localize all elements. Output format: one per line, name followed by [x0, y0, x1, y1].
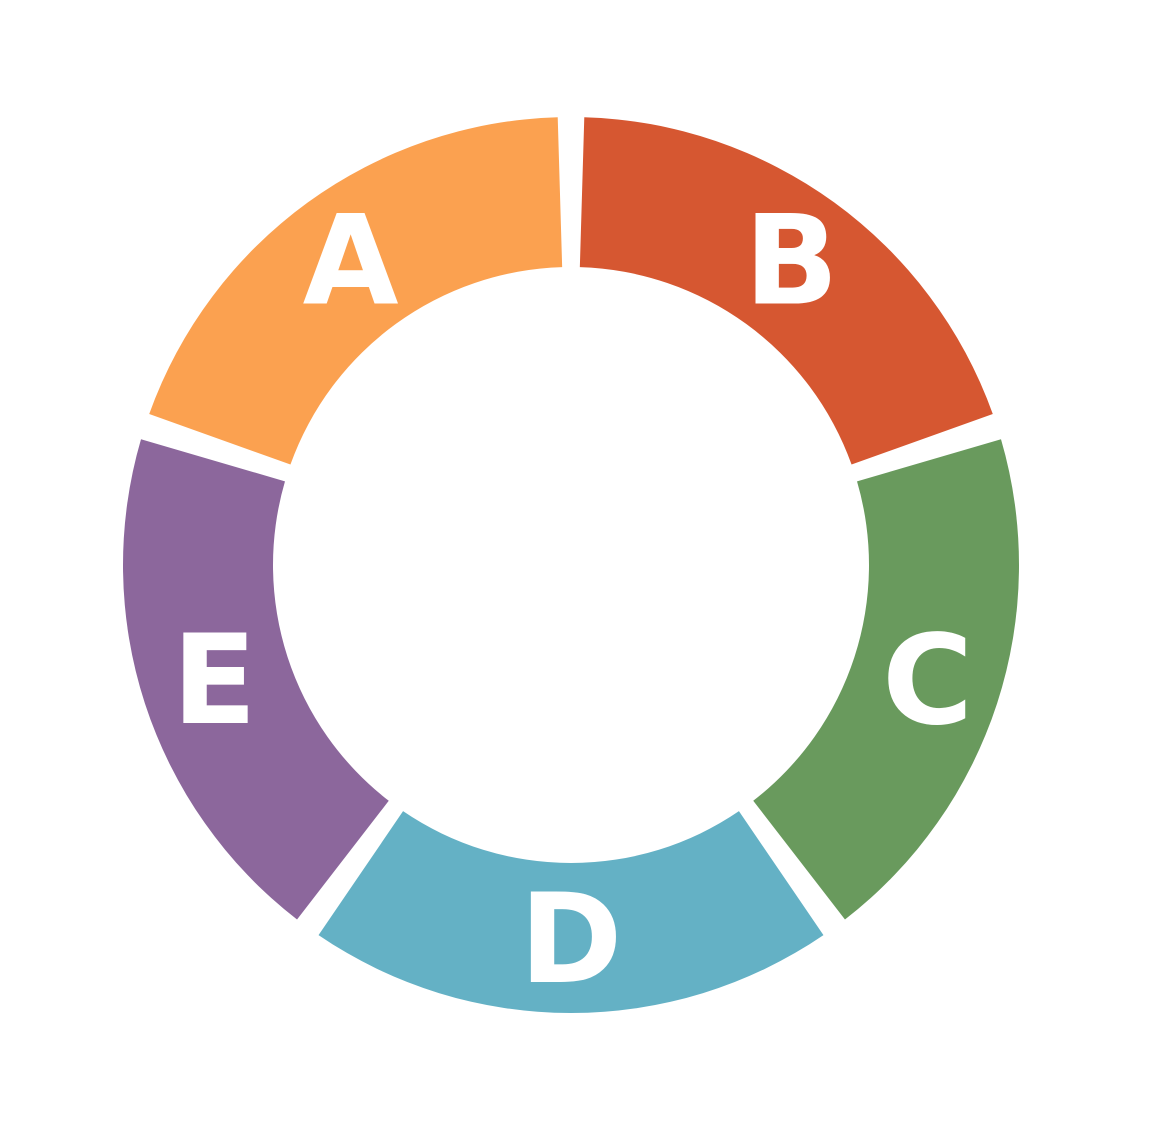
segment-b-label: B: [744, 190, 839, 334]
segment-a-label: A: [303, 190, 399, 334]
segment-c-label: C: [882, 609, 973, 753]
segment-e-arc: [122, 439, 389, 920]
segment-c: C: [753, 439, 1019, 920]
segment-d-label: D: [520, 868, 623, 1012]
segment-a-arc: [149, 117, 563, 465]
segment-b: B: [579, 117, 993, 465]
segment-c-arc: [753, 439, 1019, 920]
segment-d-arc: [318, 811, 824, 1014]
segment-e-label: E: [172, 609, 257, 753]
segment-d: D: [318, 811, 824, 1014]
segment-b-arc: [579, 117, 993, 465]
segment-e: E: [122, 439, 389, 920]
segment-a: A: [149, 117, 563, 465]
